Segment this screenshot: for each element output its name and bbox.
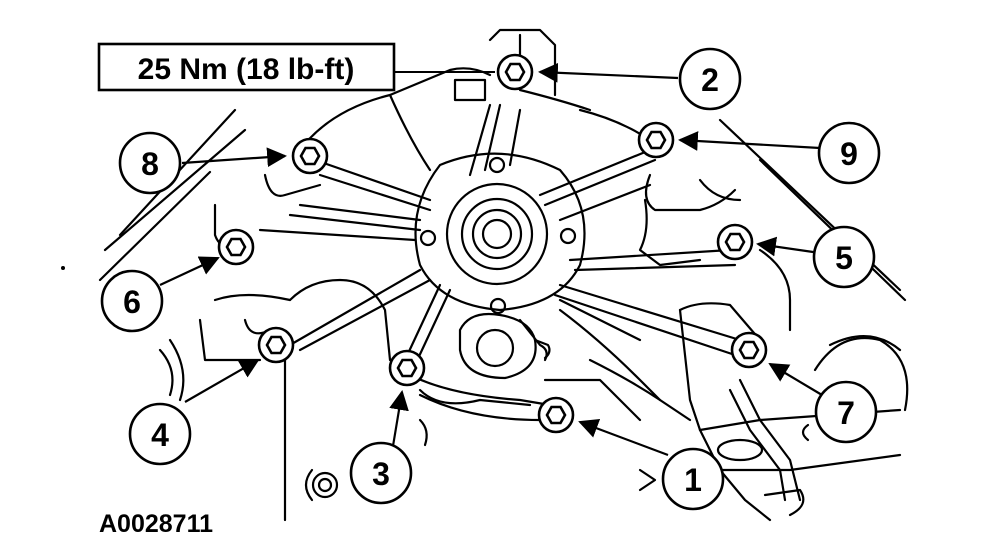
callout-8-number: 8 — [141, 146, 159, 182]
callout-4-number: 4 — [151, 417, 169, 453]
bolt-5 — [716, 223, 754, 261]
callout-circles: 2 8 9 5 6 7 4 3 1 — [100, 47, 881, 511]
arrow-1 — [578, 418, 669, 457]
callout-arrows — [159, 62, 823, 457]
callout-3: 3 — [349, 441, 413, 505]
engine-block-outline — [98, 28, 909, 522]
callout-7-number: 7 — [837, 395, 855, 431]
bolt-4 — [257, 326, 295, 364]
arrow-5 — [756, 236, 821, 257]
callout-4: 4 — [128, 402, 192, 466]
torque-spec-box — [97, 42, 396, 92]
bolt-1 — [537, 396, 575, 434]
arrow-4 — [184, 359, 260, 403]
arrow-3 — [389, 390, 409, 447]
torque-spec-callout: 25 Nm (18 lb-ft) — [97, 42, 495, 92]
callout-6-number: 6 — [123, 284, 141, 320]
callout-5-number: 5 — [835, 240, 853, 276]
callout-3-number: 3 — [372, 456, 390, 492]
callout-2-number: 2 — [701, 62, 719, 98]
arrow-7 — [768, 362, 823, 396]
bolt-8 — [291, 137, 329, 175]
callout-2: 2 — [678, 47, 742, 111]
water-pump-body — [258, 103, 742, 422]
arrow-8 — [181, 147, 287, 168]
callout-1-number: 1 — [684, 462, 702, 498]
bolt-7 — [730, 331, 768, 369]
callout-7: 7 — [814, 380, 878, 444]
figure-id: A0028711 — [99, 510, 213, 538]
bolt-3 — [388, 349, 426, 387]
callout-1: 1 — [661, 447, 725, 511]
callout-9-number: 9 — [840, 136, 858, 172]
bolts — [217, 53, 768, 434]
arrow-9 — [678, 131, 821, 151]
bolt-6 — [217, 228, 255, 266]
callout-8: 8 — [118, 131, 182, 195]
torque-spec-text: 25 Nm (18 lb-ft) — [138, 53, 355, 86]
arrow-6 — [159, 256, 220, 286]
callout-6: 6 — [100, 269, 164, 333]
bolt-9 — [637, 121, 675, 159]
callout-9: 9 — [817, 121, 881, 185]
callout-5: 5 — [812, 225, 876, 289]
bolt-2 — [496, 53, 534, 91]
stray-mark — [61, 266, 65, 270]
arrow-2 — [538, 62, 679, 83]
